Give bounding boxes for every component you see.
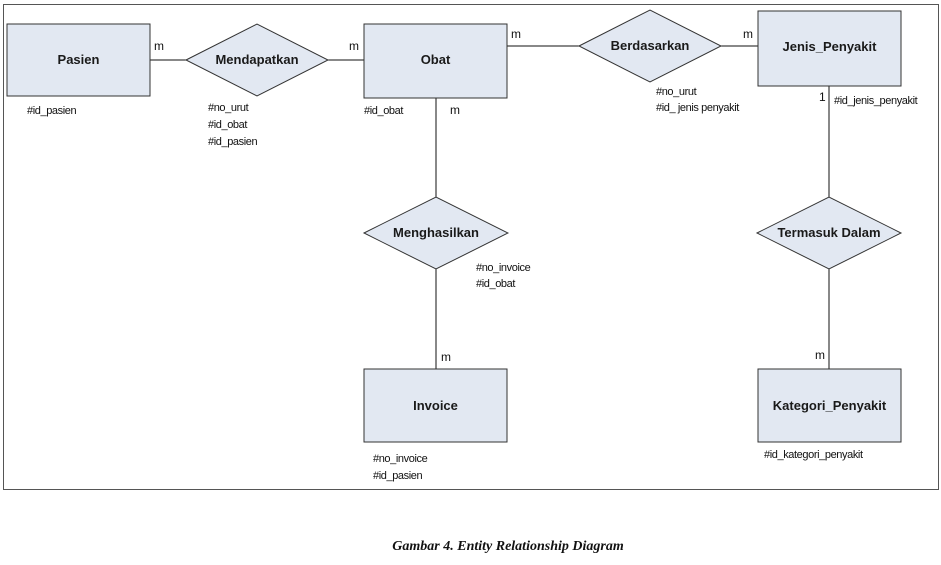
entity-invoice-box: [363, 368, 508, 443]
entity-invoice-label: Invoice: [413, 398, 458, 413]
entity-jenis-penyakit-label: Jenis_Penyakit: [783, 39, 878, 54]
relationship-termasuk-dalam-label: Termasuk Dalam: [777, 225, 880, 240]
card-mendapatkan-obat: m: [349, 39, 359, 53]
entity-kategori-penyakit-box: [757, 368, 902, 443]
entity-pasien-box: [6, 23, 151, 97]
relationship-termasuk-dalam: Termasuk Dalam: [755, 196, 903, 270]
entity-pasien-label: Pasien: [58, 52, 100, 67]
attr-berdasarkan-0: #no_urut: [656, 86, 697, 98]
entity-jenis-penyakit-box: [757, 10, 902, 87]
entity-pasien: Pasien: [6, 23, 151, 97]
figure-caption: Gambar 4. Entity Relationship Diagram: [392, 539, 624, 554]
entity-obat-box: [363, 23, 508, 99]
card-termasuk-kategori: m: [815, 348, 825, 362]
relationship-mendapatkan: Mendapatkan: [184, 23, 330, 97]
relationship-berdasarkan-label: Berdasarkan: [611, 38, 690, 53]
attr-kategori-penyakit-0: #id_kategori_penyakit: [764, 449, 863, 461]
attr-jenis-penyakit-0: #id_jenis_penyakit: [834, 95, 918, 107]
relationship-mendapatkan-diamond: [184, 23, 330, 97]
cardinality-labels: m m m m m m 1 m: [154, 27, 826, 364]
connector-lines: [150, 45, 830, 369]
card-berdasarkan-jenis: m: [743, 27, 753, 41]
entity-jenis-penyakit: Jenis_Penyakit: [757, 10, 902, 87]
card-obat-menghasilkan: m: [450, 103, 460, 117]
relationship-menghasilkan-label: Menghasilkan: [393, 225, 479, 240]
attr-menghasilkan-0: #no_invoice: [476, 262, 531, 274]
entity-invoice: Invoice: [363, 368, 508, 443]
attr-berdasarkan-1: #id_ jenis penyakit: [656, 102, 739, 114]
diagram-frame: [3, 4, 939, 490]
attr-menghasilkan-1: #id_obat: [476, 278, 515, 290]
attribute-labels: #id_pasien #no_urut #id_obat #id_pasien …: [27, 86, 918, 482]
attr-mendapatkan-2: #id_pasien: [208, 136, 257, 148]
card-obat-berdasarkan: m: [511, 27, 521, 41]
attr-mendapatkan-1: #id_obat: [208, 119, 247, 131]
relationship-termasuk-dalam-diamond: [755, 196, 903, 270]
entity-kategori-penyakit-label: Kategori_Penyakit: [773, 398, 887, 413]
relationship-mendapatkan-label: Mendapatkan: [215, 52, 298, 67]
attr-mendapatkan-0: #no_urut: [208, 102, 249, 114]
relationship-berdasarkan: Berdasarkan: [577, 9, 723, 83]
attr-invoice-0: #no_invoice: [373, 453, 428, 465]
card-jenis-termasuk: 1: [819, 90, 826, 104]
relationship-menghasilkan-diamond: [362, 196, 510, 270]
attr-pasien-0: #id_pasien: [27, 105, 76, 117]
card-menghasilkan-invoice: m: [441, 350, 451, 364]
attr-invoice-1: #id_pasien: [373, 470, 422, 482]
relationship-menghasilkan: Menghasilkan: [362, 196, 510, 270]
attr-obat-0: #id_obat: [364, 105, 403, 117]
card-pasien-mendapatkan: m: [154, 39, 164, 53]
entity-obat-label: Obat: [421, 52, 451, 67]
entity-kategori-penyakit: Kategori_Penyakit: [757, 368, 902, 443]
relationship-berdasarkan-diamond: [577, 9, 723, 83]
entity-obat: Obat: [363, 23, 508, 99]
